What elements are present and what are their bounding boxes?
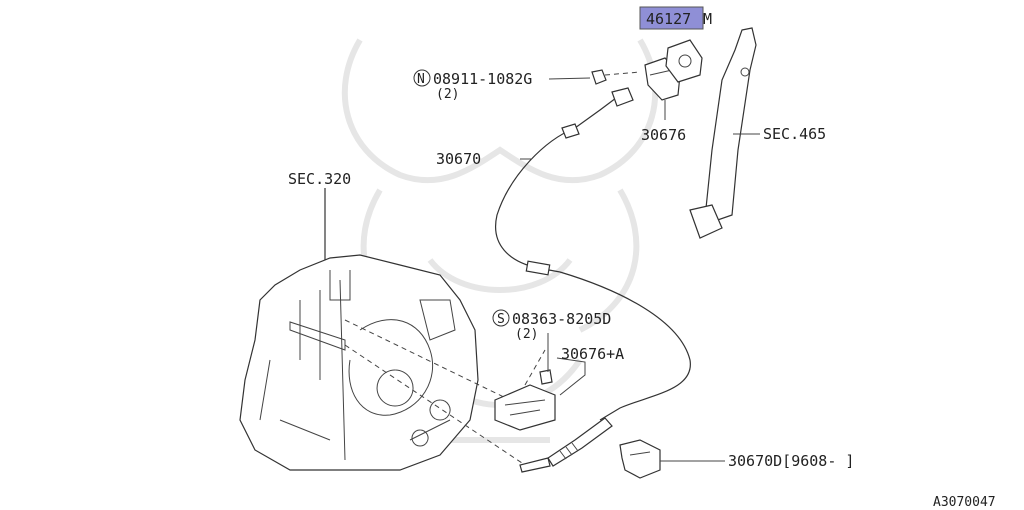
label-46127-suffix: M [703, 10, 712, 28]
label-08363[interactable]: 08363-8205D [512, 310, 611, 328]
label-30676a[interactable]: 30676+A [561, 345, 624, 363]
screw-symbol-label: S [497, 312, 505, 327]
bracket-30676a [494, 369, 556, 431]
clutch-cable [495, 87, 691, 473]
label-sec320[interactable]: SEC.320 [288, 170, 351, 188]
assembly-line-bracket [344, 319, 511, 401]
transmission-assembly [239, 254, 479, 471]
nut-symbol-icon [413, 69, 431, 87]
leader-30676a [556, 357, 586, 396]
label-08363-qty: (2) [515, 327, 538, 342]
screw-symbol-icon [492, 309, 510, 327]
nut-08911 [591, 69, 607, 85]
assembly-line-nut [604, 71, 641, 76]
highlight-box-46127[interactable] [639, 6, 704, 30]
gasket-46127 [665, 39, 703, 83]
nut-symbol-label: N [417, 72, 425, 87]
label-30670d[interactable]: 30670D[9608- ] [728, 452, 854, 470]
label-30670[interactable]: 30670 [436, 150, 481, 168]
label-08911-qty: (2) [436, 87, 459, 102]
cable-clip-30670d [619, 439, 661, 479]
clutch-pedal [689, 27, 757, 239]
label-46127[interactable]: 46127 [646, 10, 691, 28]
leader-08911 [548, 77, 591, 80]
label-08911[interactable]: 08911-1082G [433, 70, 532, 88]
diagram-id: A3070047 [933, 495, 996, 510]
label-sec465[interactable]: SEC.465 [763, 125, 826, 143]
assembly-line-bolt [524, 349, 546, 386]
label-30676-top[interactable]: 30676 [641, 126, 686, 144]
assembly-line-cable-end [344, 344, 526, 466]
